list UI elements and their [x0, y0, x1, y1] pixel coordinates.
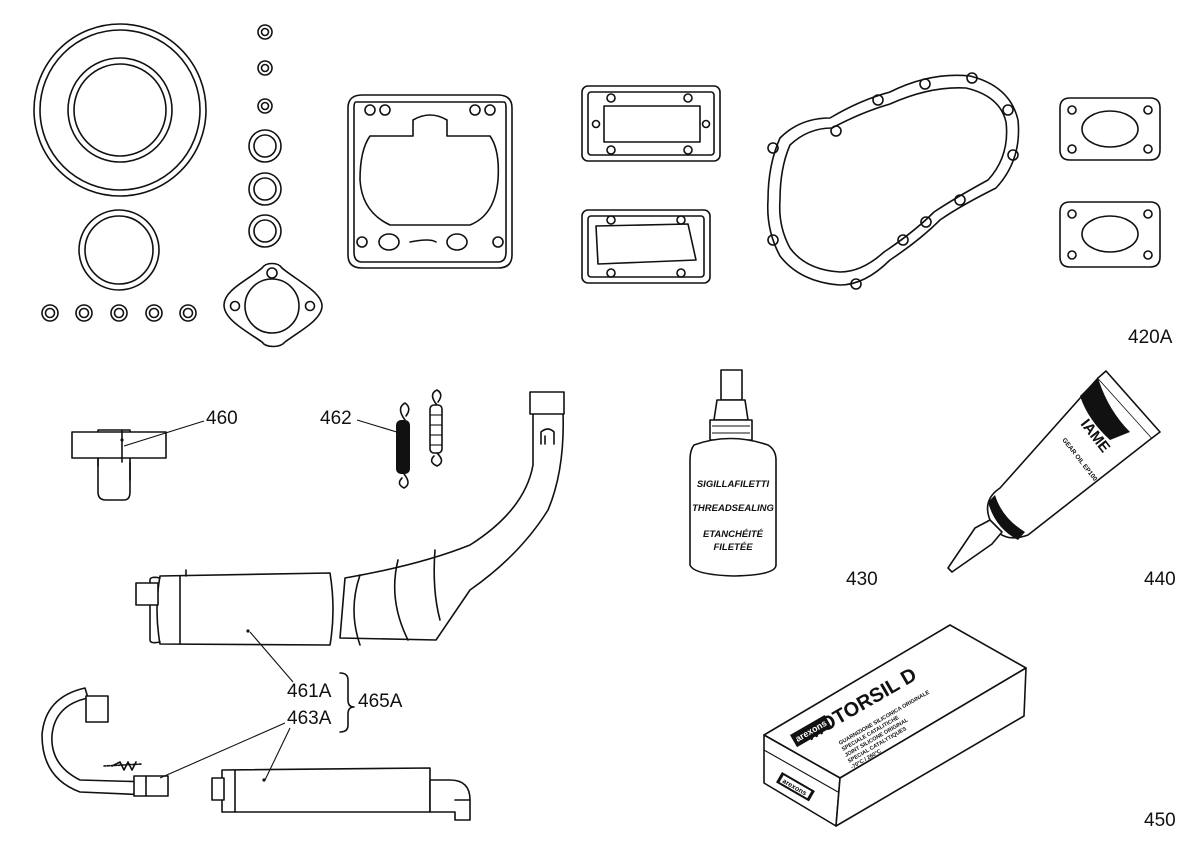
springs-part: 462: [320, 389, 443, 489]
gasket-kit: 420A: [33, 23, 1173, 348]
small-o-rings-row: [41, 304, 197, 322]
threadsealing-bottle: SIGILLAFILETTI THREADSEALING ETANCHÉITÉ …: [689, 369, 878, 590]
label-463a: 463A: [287, 708, 332, 729]
bottle-line-4: FILETÉE: [713, 542, 753, 553]
crankcase-gasket: [766, 72, 1020, 290]
label-462: 462: [320, 408, 352, 429]
label-430: 430: [846, 569, 878, 590]
flange-gasket: [223, 262, 323, 348]
gear-oil-tube: IAME GEAR OIL EP100 440: [947, 370, 1176, 590]
label-440: 440: [1144, 569, 1176, 590]
clamp-part: 460: [71, 408, 238, 501]
label-450: 450: [1144, 810, 1176, 831]
label-460: 460: [206, 408, 238, 429]
reed-gasket-lower: [581, 209, 711, 284]
exhaust-pipe-463a: 463A: [41, 687, 471, 821]
motorsil-box: MOTORSIL D arexons GUARNIZIONE SILICONIC…: [763, 624, 1176, 831]
label-461a: 461A: [287, 681, 332, 702]
label-420a: 420A: [1128, 327, 1173, 348]
exhaust-group-brace: 465A: [339, 672, 403, 733]
exhaust-gasket-lower: [1059, 201, 1161, 268]
medium-o-ring: [78, 209, 160, 291]
label-465a: 465A: [358, 691, 403, 712]
bottle-line-1: SIGILLAFILETTI: [697, 479, 770, 490]
bottle-line-3: ETANCHÉITÉ: [703, 529, 764, 540]
exhaust-gasket-upper: [1059, 97, 1161, 161]
large-seal-ring: [33, 23, 207, 197]
o-ring-column: [248, 24, 282, 248]
bottle-line-2: THREADSEALING: [692, 503, 774, 514]
exhaust-pipe-461a: 461A: [135, 391, 565, 702]
reed-gasket-upper: [581, 85, 721, 162]
cylinder-gasket: [347, 94, 513, 269]
